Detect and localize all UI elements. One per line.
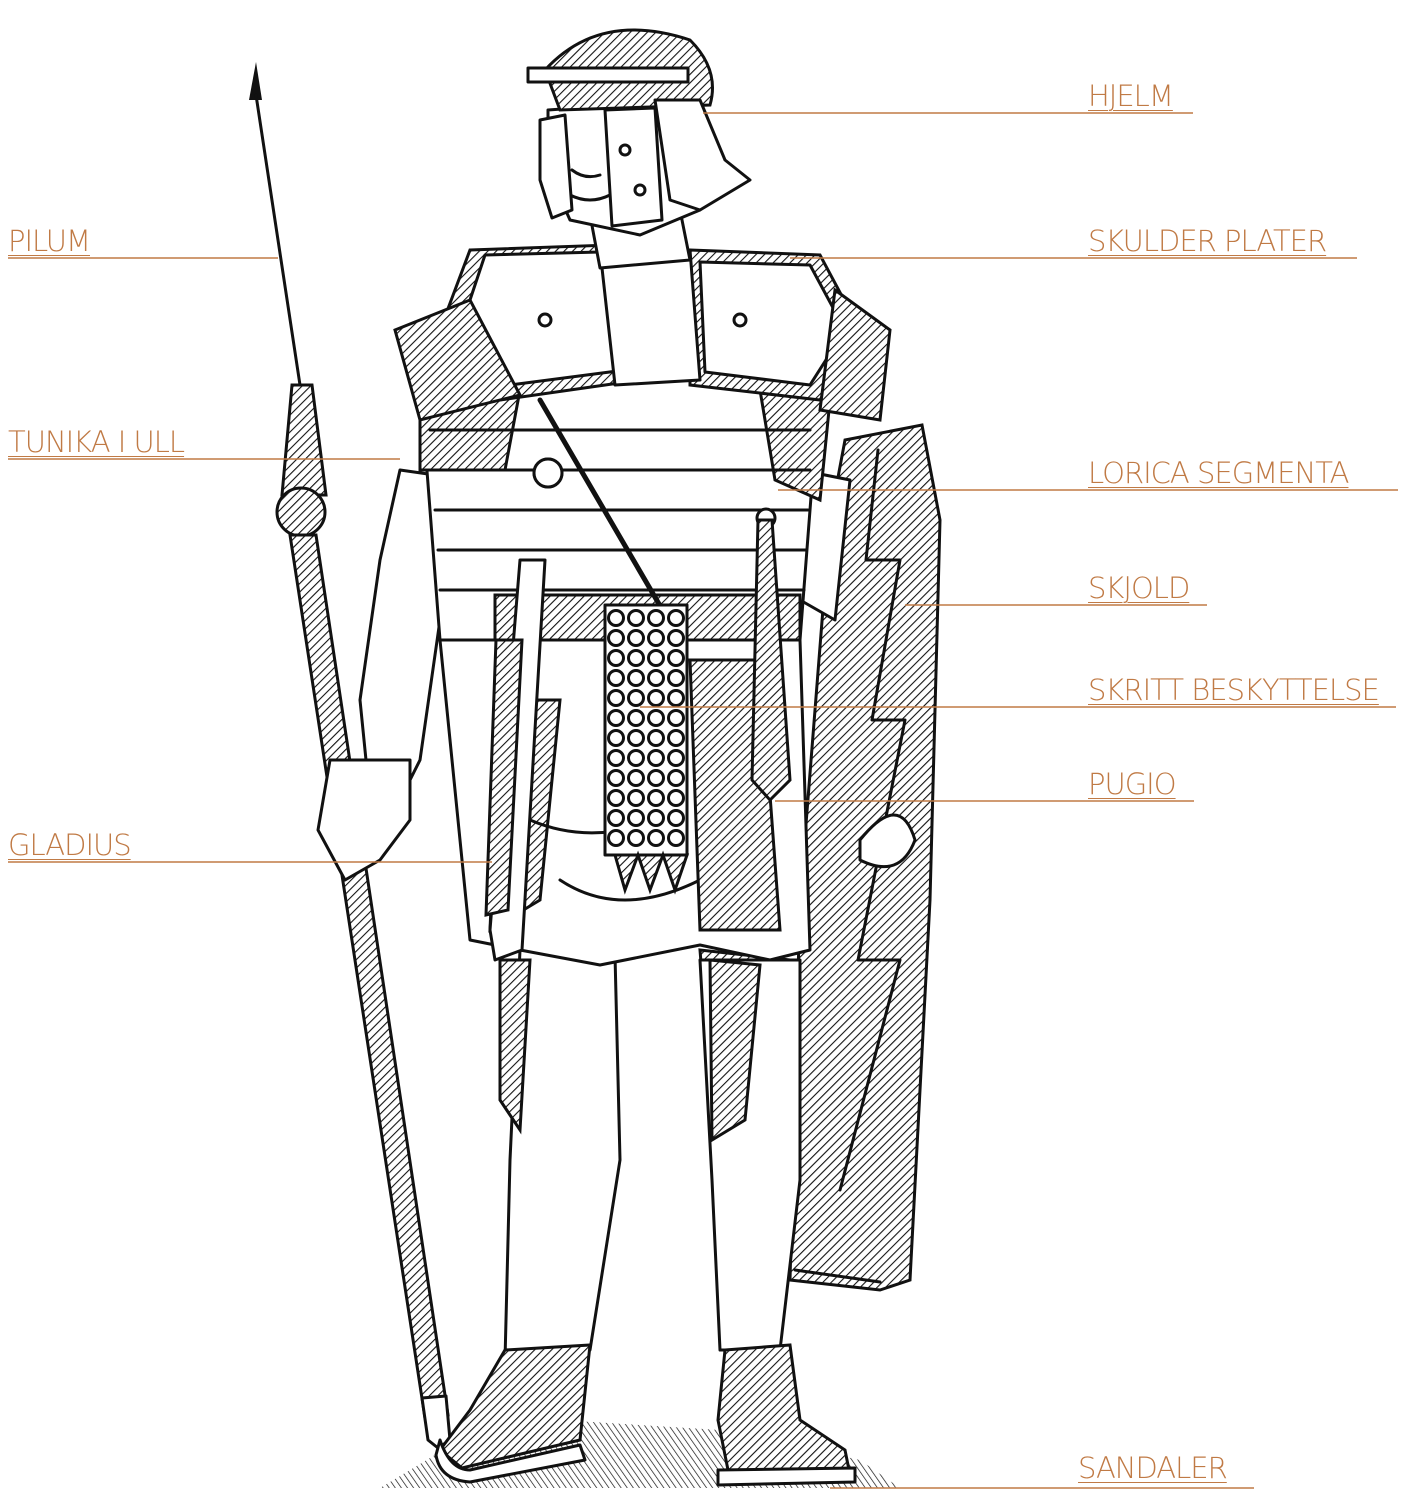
label-pilum: PILUM [8,225,90,257]
apron-stud [609,831,624,846]
apron-stud [609,631,624,646]
apron-stud [609,751,624,766]
apron-stud [669,691,684,706]
apron-stud [649,651,664,666]
apron-stud [629,791,644,806]
apron-stud [609,651,624,666]
apron-stud [609,791,624,806]
label-lorica-segmenta: LORICA SEGMENTA [1088,457,1349,489]
label-sandaler: SANDALER [1078,1452,1227,1484]
label-skulder-plater: SKULDER PLATER [1088,225,1326,257]
apron-stud [629,671,644,686]
apron-stud [649,831,664,846]
apron-stud [609,811,624,826]
apron-stud [669,751,684,766]
apron-stud [629,771,644,786]
apron-stud [609,731,624,746]
apron-stud [629,751,644,766]
apron-stud [669,771,684,786]
apron-stud [649,791,664,806]
label-skjold: SKJOLD [1088,572,1189,604]
apron-stud [629,691,644,706]
apron-stud [669,671,684,686]
apron-stud [649,731,664,746]
apron-stud [629,731,644,746]
apron-stud [609,691,624,706]
label-gladius: GLADIUS [8,829,131,861]
apron-stud [649,631,664,646]
apron-stud [649,611,664,626]
legs-drawing [500,950,800,1360]
apron-stud [629,631,644,646]
label-skritt-beskyttelse: SKRITT BESKYTTELSE [1088,674,1379,706]
head-drawing [528,30,750,268]
apron-stud [629,811,644,826]
apron-stud [649,751,664,766]
apron-stud [669,711,684,726]
apron-stud [609,771,624,786]
label-tunika-i-ull: TUNIKA I ULL [8,426,184,458]
apron-stud [609,611,624,626]
apron-stud [669,811,684,826]
label-hjelm: HJELM [1088,80,1173,112]
apron-stud [649,711,664,726]
apron-stud [629,651,644,666]
apron-stud [649,691,664,706]
label-pugio: PUGIO [1088,768,1176,800]
apron-stud [609,711,624,726]
apron-stud [629,831,644,846]
apron-stud [669,791,684,806]
apron-stud [669,611,684,626]
apron-stud [669,731,684,746]
apron-stud [629,611,644,626]
apron-stud [669,631,684,646]
apron-stud [669,831,684,846]
groin-protector-drawing [605,605,687,890]
apron-stud [649,671,664,686]
apron-stud [609,671,624,686]
apron-stud [649,771,664,786]
apron-stud [669,651,684,666]
apron-stud [629,711,644,726]
apron-stud [649,811,664,826]
